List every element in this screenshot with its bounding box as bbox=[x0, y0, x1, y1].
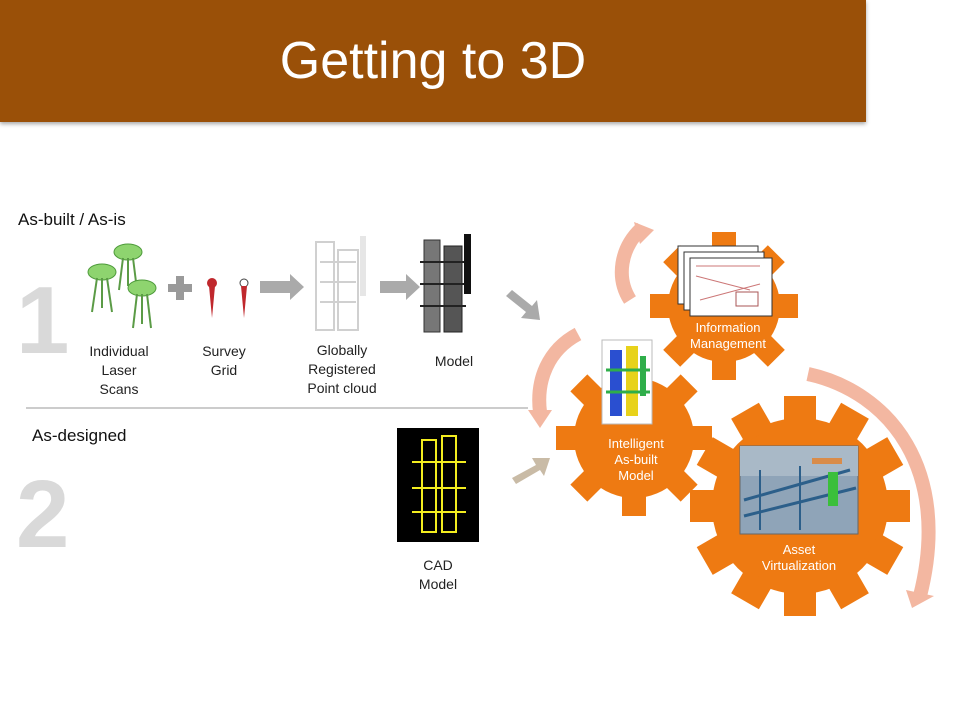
step-number-2: 2 bbox=[16, 461, 70, 568]
gear-information-label: Information Management bbox=[670, 320, 786, 352]
scans-label-line: Laser bbox=[101, 362, 137, 378]
page-title: Getting to 3D bbox=[279, 32, 587, 90]
point-cloud-label: Globally Registered Point cloud bbox=[294, 341, 390, 398]
scans-label-line: Individual bbox=[89, 343, 149, 359]
cad-label-line: CAD bbox=[423, 557, 453, 573]
as-designed-heading: As-designed bbox=[32, 426, 127, 445]
cad-label: CAD Model bbox=[400, 556, 476, 594]
gear-intelligent-line: Intelligent bbox=[608, 436, 664, 451]
scans-label-line: Scans bbox=[99, 381, 139, 397]
model-label: Model bbox=[434, 353, 474, 369]
plant-model-icon bbox=[420, 234, 471, 333]
scans-label: Individual Laser Scans bbox=[78, 342, 160, 399]
plus-icon bbox=[168, 276, 192, 300]
cloud-label-line: Point cloud bbox=[307, 380, 377, 396]
gear-asset-label: Asset Virtualization bbox=[744, 542, 854, 574]
intelligent-model-image bbox=[601, 339, 653, 425]
point-cloud-icon bbox=[315, 236, 366, 331]
survey-label-line: Survey bbox=[202, 343, 246, 359]
cad-model-icon bbox=[397, 428, 479, 542]
gear-intelligent-label: Intelligent As-built Model bbox=[588, 436, 684, 484]
survey-pin-icon bbox=[207, 278, 249, 318]
asset-screenshot-image bbox=[739, 445, 859, 535]
gear-asset-line: Asset bbox=[782, 542, 816, 557]
document-stack-image bbox=[677, 245, 773, 317]
gear-information-line: Information bbox=[695, 320, 761, 335]
gear-information-line: Management bbox=[690, 336, 766, 351]
cloud-label-line: Registered bbox=[308, 361, 376, 377]
cad-label-line: Model bbox=[418, 576, 458, 592]
gear-asset-line: Virtualization bbox=[761, 558, 837, 573]
flow-arrow-icon bbox=[260, 274, 540, 320]
gear-intelligent-line: Model bbox=[618, 468, 654, 483]
cad-arrow-icon bbox=[512, 458, 550, 484]
survey-label-line: Grid bbox=[210, 362, 238, 378]
as-built-heading: As-built / As-is bbox=[18, 210, 126, 229]
laser-scanner-icon bbox=[87, 243, 157, 329]
step-number-1: 1 bbox=[16, 267, 70, 374]
title-banner: Getting to 3D bbox=[0, 0, 866, 122]
survey-label: Survey Grid bbox=[186, 342, 262, 380]
cycle-arrow-icon bbox=[532, 222, 936, 598]
gear-intelligent-line: As-built bbox=[614, 452, 658, 467]
cloud-label-line: Globally bbox=[316, 342, 368, 358]
